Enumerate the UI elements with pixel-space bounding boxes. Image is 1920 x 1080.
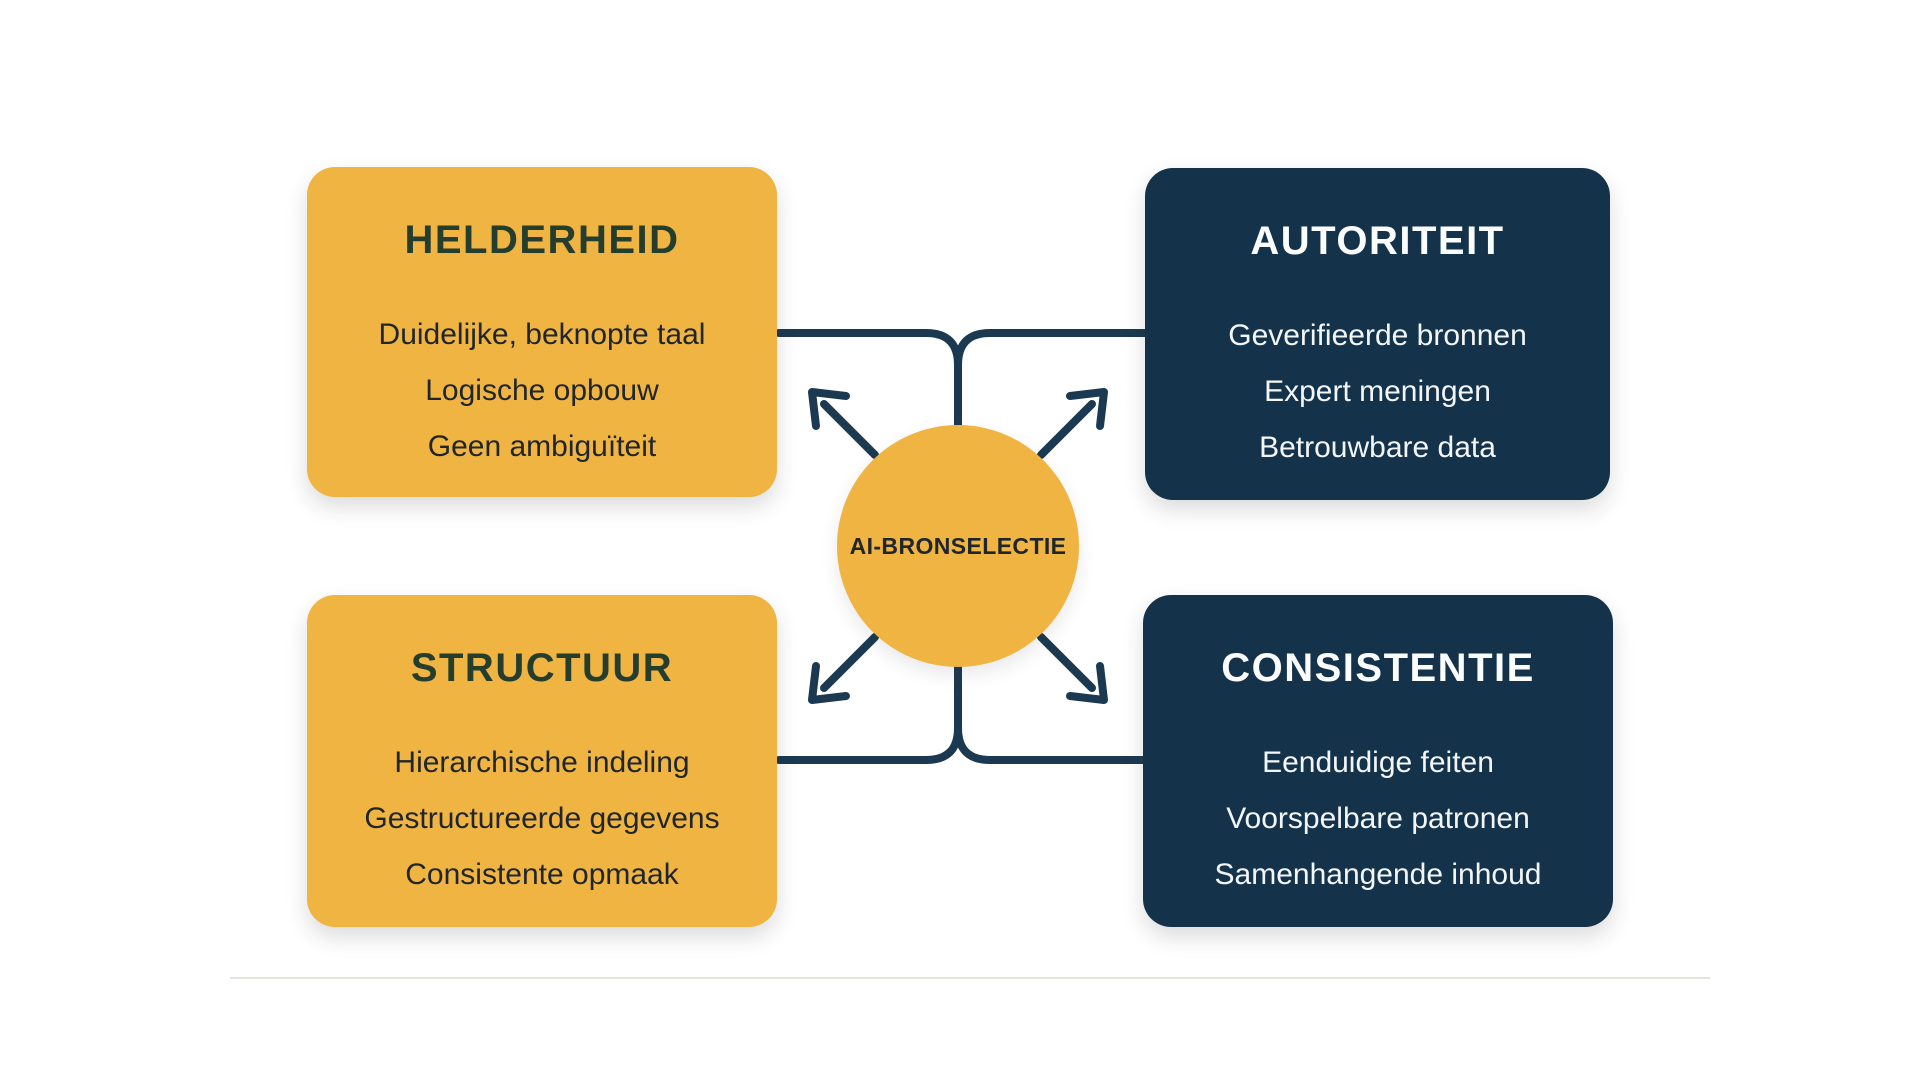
box-helderheid: HELDERHEID Duidelijke, beknopte taal Log…	[307, 167, 777, 497]
arrow-top-left-icon	[808, 388, 879, 459]
box-consistentie-items: Eenduidige feiten Voorspelbare patronen …	[1215, 735, 1542, 903]
connector-bottom-left	[775, 659, 962, 764]
box-autoriteit-items: Geverifieerde bronnen Expert meningen Be…	[1228, 308, 1527, 476]
connector-top-right	[954, 329, 1151, 369]
box-consistentie-title: CONSISTENTIE	[1221, 646, 1535, 690]
arrow-top-right-icon	[1037, 388, 1108, 459]
connector-bottom-right	[954, 724, 1149, 764]
list-item: Eenduidige feiten	[1262, 746, 1494, 779]
list-item: Expert meningen	[1264, 375, 1491, 408]
list-item: Duidelijke, beknopte taal	[378, 318, 706, 351]
list-item: Hierarchische indeling	[394, 746, 690, 779]
box-autoriteit: AUTORITEIT Geverifieerde bronnen Expert …	[1145, 168, 1610, 500]
hub-label: AI-BRONSELECTIE	[849, 532, 1067, 559]
list-item: Consistente opmaak	[405, 858, 679, 891]
list-item: Samenhangende inhoud	[1214, 858, 1542, 891]
box-consistentie: CONSISTENTIE Eenduidige feiten Voorspelb…	[1143, 595, 1613, 927]
list-item: Geverifieerde bronnen	[1228, 319, 1527, 352]
arrow-bottom-left-icon	[808, 633, 879, 704]
hub-circle: AI-BRONSELECTIE	[837, 425, 1079, 667]
box-structuur-items: Hierarchische indeling Gestructureerde g…	[364, 735, 719, 903]
list-item: Logische opbouw	[425, 374, 659, 407]
list-item: Voorspelbare patronen	[1226, 802, 1530, 835]
list-item: Betrouwbare data	[1259, 431, 1496, 464]
list-item: Geen ambiguïteit	[427, 430, 657, 463]
connector-top-left	[775, 329, 962, 434]
box-helderheid-title: HELDERHEID	[404, 218, 680, 262]
list-item: Gestructureerde gegevens	[364, 802, 720, 835]
arrow-bottom-right-icon	[1037, 633, 1108, 704]
box-structuur: STRUCTUUR Hierarchische indeling Gestruc…	[307, 595, 777, 927]
box-autoriteit-title: AUTORITEIT	[1250, 219, 1505, 263]
box-structuur-title: STRUCTUUR	[410, 646, 674, 690]
box-helderheid-items: Duidelijke, beknopte taal Logische opbou…	[379, 307, 706, 475]
bottom-divider	[230, 977, 1710, 979]
